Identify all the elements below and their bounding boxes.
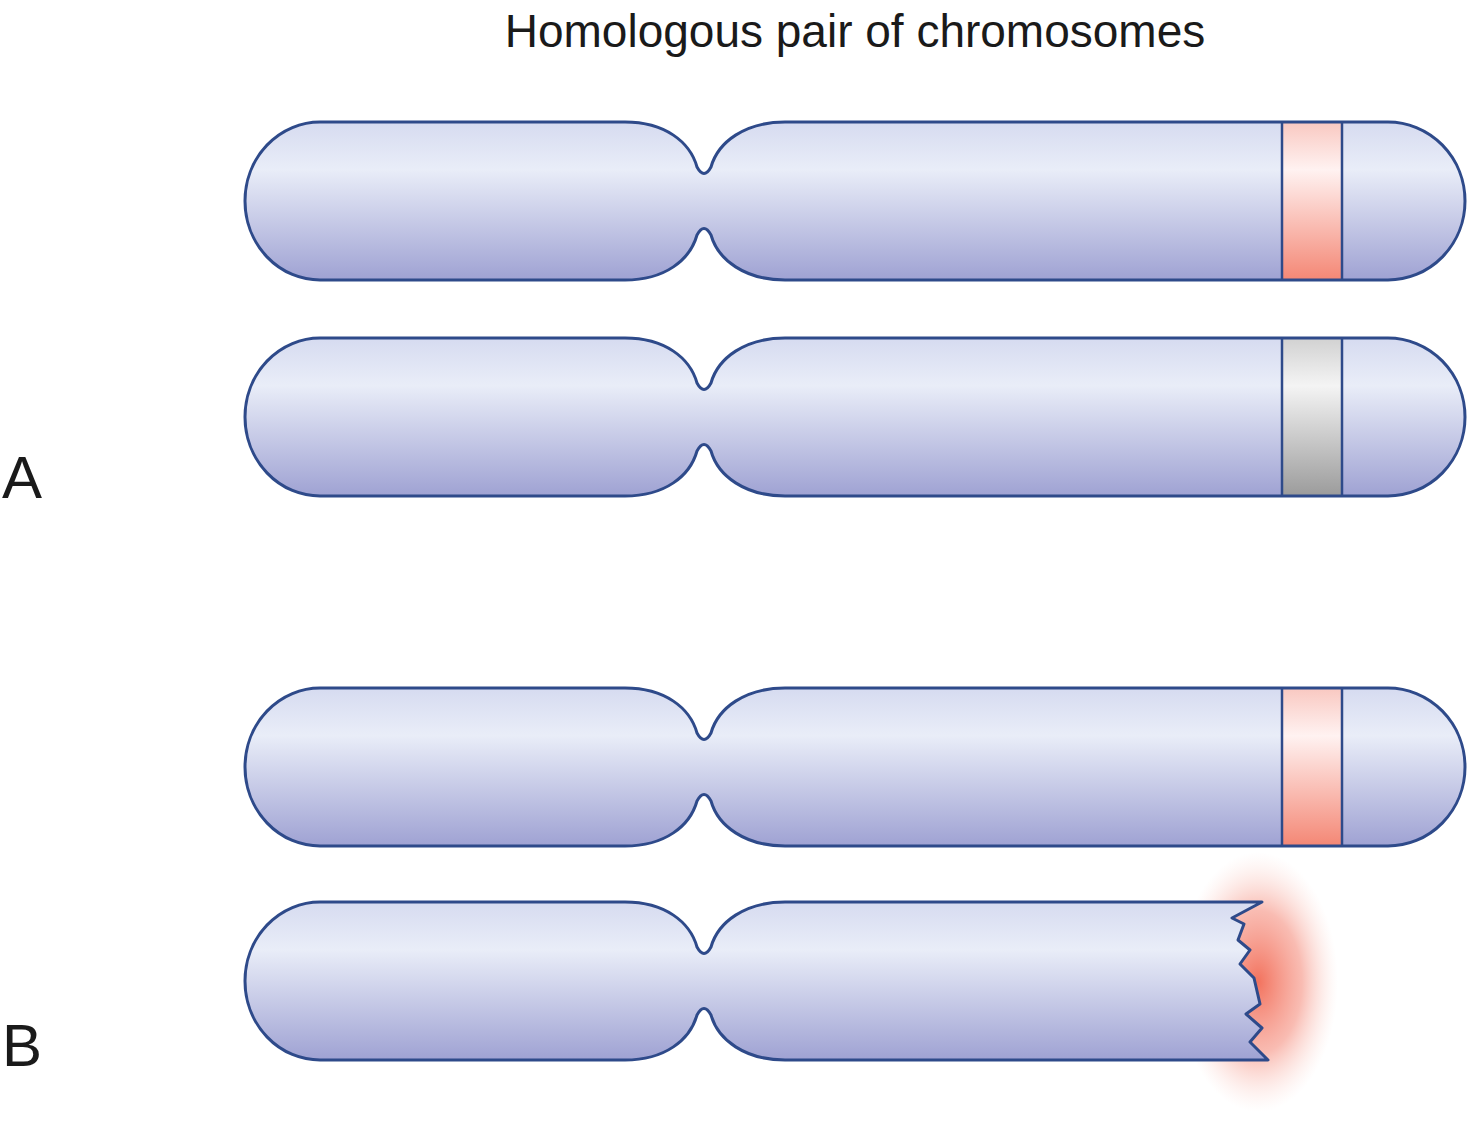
chromosome bbox=[245, 688, 1465, 846]
panel-letter: A bbox=[2, 448, 42, 508]
chromosome bbox=[245, 122, 1465, 280]
panel-letter: B bbox=[2, 1016, 42, 1076]
chromosome bbox=[245, 338, 1465, 496]
diagram-title: Homologous pair of chromosomes bbox=[505, 8, 1206, 54]
broken-chromosome bbox=[245, 852, 1338, 1112]
